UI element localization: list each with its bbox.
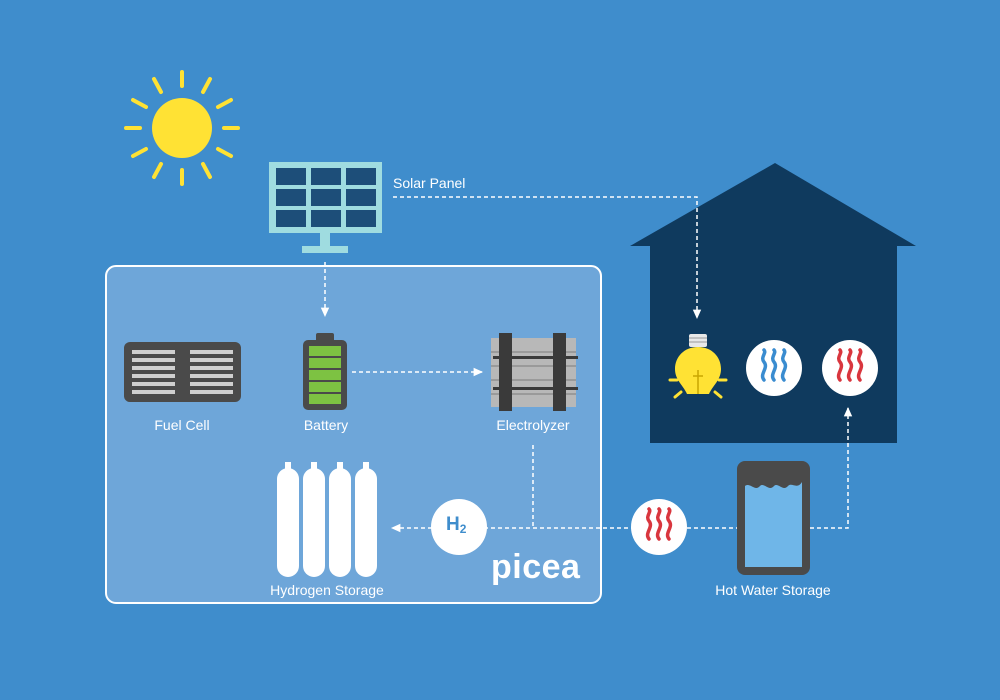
hydrogen-storage-label: Hydrogen Storage [270,582,384,598]
electrolyzer-label: Electrolyzer [496,417,570,433]
cold-water-icon [746,340,802,396]
h2-symbol: H [446,514,460,535]
h2-badge-text: H2 [446,514,466,536]
brand-logo: picea [491,548,581,586]
battery-icon [303,333,347,410]
sun-icon [124,70,240,186]
electrolyzer-icon [491,333,578,411]
flow-tank-to-house [810,406,853,529]
hot-water-storage-label: Hot Water Storage [715,582,831,598]
solar-panel-icon [269,162,382,253]
house-icon [630,163,916,443]
battery-label: Battery [303,417,349,433]
solar-panel-label: Solar Panel [393,175,466,191]
hydrogen-tank-icon [277,462,377,577]
h2-subscript: 2 [459,522,467,536]
heat-icon [631,499,687,555]
hot-water-icon [822,340,878,396]
h2-badge-icon [431,499,487,555]
hot-water-tank-icon [737,461,810,575]
fuel-cell-icon [124,342,241,402]
flow-solar-to-house [393,196,702,320]
fuel-cell-label: Fuel Cell [154,417,210,433]
light-bulb-icon [668,334,728,399]
